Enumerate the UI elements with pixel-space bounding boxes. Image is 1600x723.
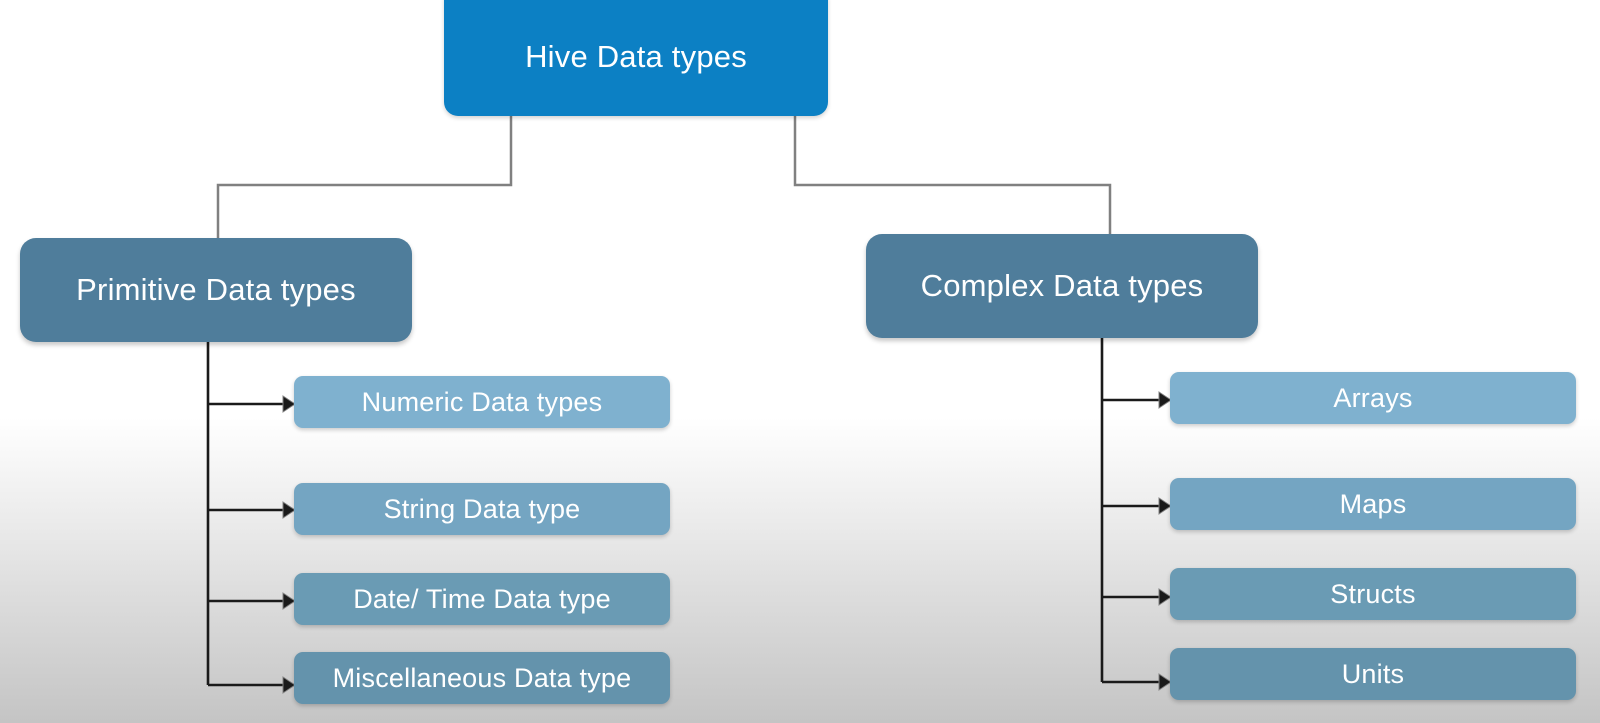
node-units[interactable]: Units xyxy=(1170,648,1576,700)
connector-root-to-complex xyxy=(793,112,1112,244)
node-date-time-data-type[interactable]: Date/ Time Data type xyxy=(294,573,670,625)
node-string-data-type[interactable]: String Data type xyxy=(294,483,670,535)
node-maps[interactable]: Maps xyxy=(1170,478,1576,530)
node-complex-data-types[interactable]: Complex Data types xyxy=(866,234,1258,338)
node-numeric-data-types[interactable]: Numeric Data types xyxy=(294,376,670,428)
node-miscellaneous-data-type[interactable]: Miscellaneous Data type xyxy=(294,652,670,704)
node-primitive-data-types[interactable]: Primitive Data types xyxy=(20,238,412,342)
node-structs[interactable]: Structs xyxy=(1170,568,1576,620)
node-arrays[interactable]: Arrays xyxy=(1170,372,1576,424)
connector-root-to-primitive xyxy=(216,112,513,246)
node-root-hive-data-types[interactable]: Hive Data types xyxy=(444,0,828,116)
